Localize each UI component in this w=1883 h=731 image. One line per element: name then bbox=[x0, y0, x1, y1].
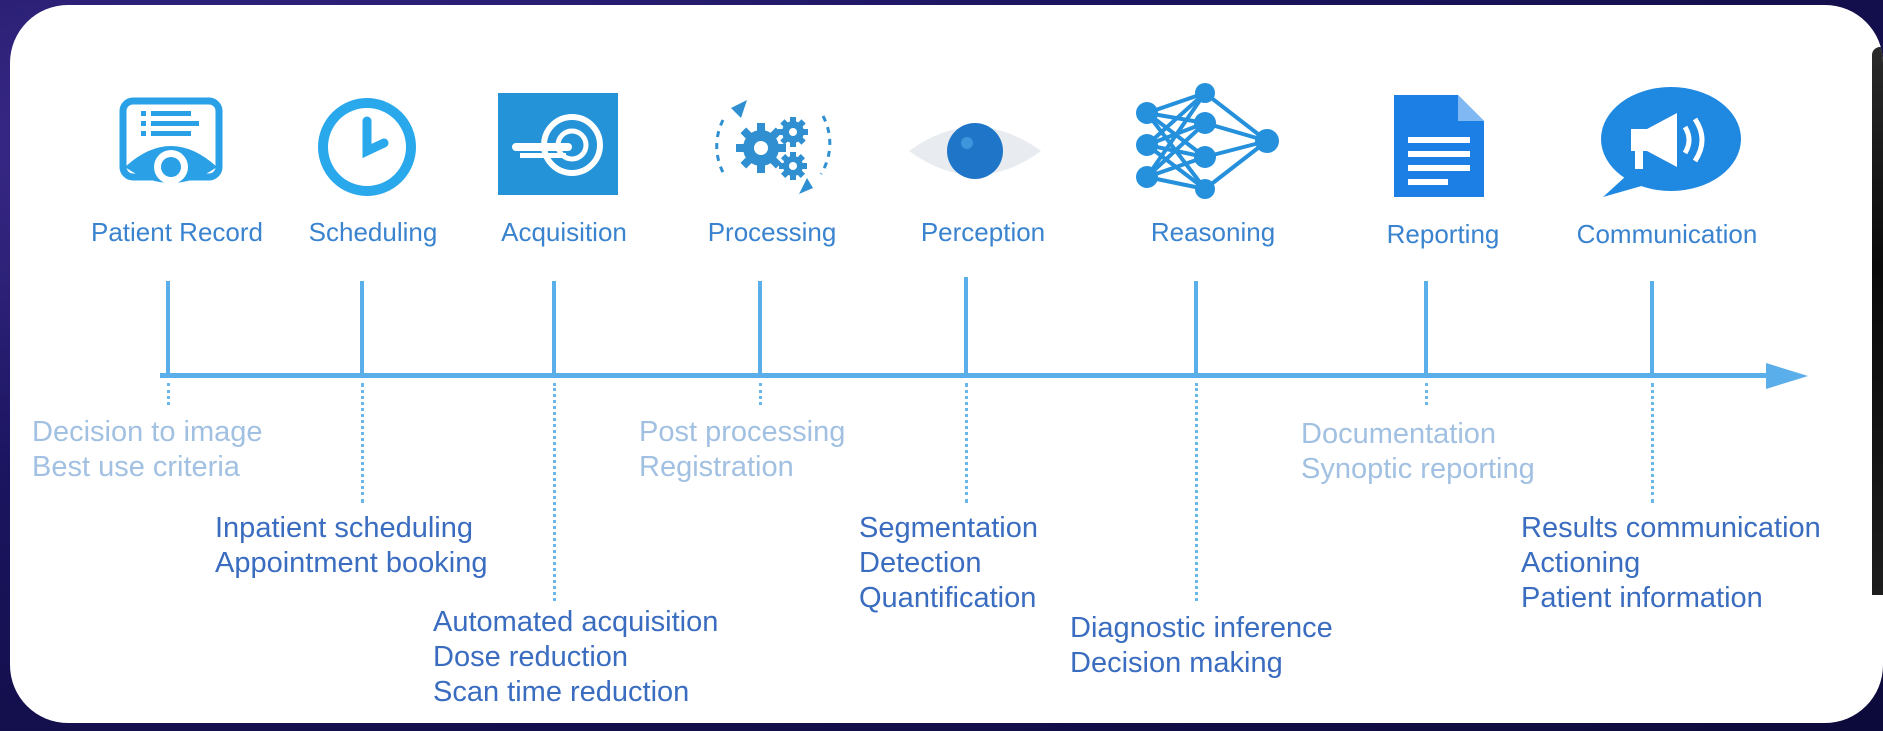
detail-line: Automated acquisition bbox=[433, 606, 719, 638]
timeline-axis bbox=[160, 373, 1770, 378]
timeline-tick bbox=[758, 281, 762, 375]
dotted-connector bbox=[965, 383, 968, 503]
stage-label: Acquisition bbox=[501, 217, 627, 247]
timeline-tick bbox=[552, 281, 556, 375]
detail-line: Inpatient scheduling bbox=[215, 512, 473, 544]
dotted-connector bbox=[1195, 383, 1198, 601]
timeline-tick bbox=[360, 281, 364, 375]
detail-line: Results communication bbox=[1521, 512, 1821, 544]
dotted-connector bbox=[167, 383, 170, 405]
detail-line: Detection bbox=[859, 547, 982, 579]
dotted-connector bbox=[553, 383, 556, 601]
detail-line: Registration bbox=[639, 451, 794, 483]
detail-line: Post processing bbox=[639, 416, 846, 448]
detail-group-scheduling: Inpatient scheduling Appointment booking bbox=[215, 511, 487, 581]
stage-label: Patient Record bbox=[91, 217, 263, 247]
timeline-tick bbox=[964, 277, 968, 375]
timeline-tick bbox=[1424, 281, 1428, 375]
gears-icon bbox=[715, 100, 832, 194]
stage-label: Communication bbox=[1576, 219, 1758, 249]
detail-group-reporting: Documentation Synoptic reporting bbox=[1301, 417, 1535, 487]
detail-group-processing: Post processing Registration bbox=[639, 415, 845, 485]
timeline-arrowhead bbox=[1766, 363, 1808, 389]
detail-line: Best use criteria bbox=[32, 451, 240, 483]
detail-line: Dose reduction bbox=[433, 641, 629, 673]
timeline-panel: Patient Record Scheduling Acquisition Pr… bbox=[10, 5, 1883, 723]
detail-line: Segmentation bbox=[859, 512, 1038, 544]
patient-record-icon bbox=[119, 97, 223, 184]
clock-icon bbox=[318, 98, 416, 196]
megaphone-icon bbox=[1601, 87, 1741, 197]
neural-network-icon bbox=[1136, 83, 1279, 199]
detail-line: Quantification bbox=[859, 582, 1037, 614]
detail-line: Decision making bbox=[1070, 647, 1283, 679]
timeline-tick bbox=[1194, 281, 1198, 375]
detail-line: Appointment booking bbox=[215, 547, 488, 579]
eye-icon bbox=[909, 123, 1041, 179]
detail-line: Diagnostic inference bbox=[1070, 612, 1333, 644]
detail-line: Synoptic reporting bbox=[1301, 453, 1535, 485]
detail-line: Patient information bbox=[1521, 582, 1763, 614]
timeline-tick bbox=[1650, 281, 1654, 375]
detail-group-communication: Results communication Actioning Patient … bbox=[1521, 511, 1821, 616]
stage-label: Reporting bbox=[1386, 219, 1500, 249]
side-image-strip bbox=[1872, 47, 1883, 595]
timeline-tick bbox=[166, 281, 170, 375]
dotted-connector bbox=[759, 383, 762, 405]
detail-line: Scan time reduction bbox=[433, 676, 690, 708]
stage-label: Scheduling bbox=[308, 217, 438, 247]
scanner-icon bbox=[498, 93, 618, 195]
detail-line: Documentation bbox=[1301, 418, 1497, 450]
dotted-connector bbox=[361, 383, 364, 503]
detail-line: Decision to image bbox=[32, 416, 263, 448]
detail-group-patient-record: Decision to image Best use criteria bbox=[32, 415, 263, 485]
detail-group-acquisition: Automated acquisition Dose reduction Sca… bbox=[433, 605, 718, 710]
stage-label: Perception bbox=[920, 217, 1046, 247]
detail-line: Actioning bbox=[1521, 547, 1641, 579]
dotted-connector bbox=[1425, 383, 1428, 405]
detail-group-reasoning: Diagnostic inference Decision making bbox=[1070, 611, 1333, 681]
stage-label: Reasoning bbox=[1150, 217, 1276, 247]
detail-group-perception: Segmentation Detection Quantification bbox=[859, 511, 1038, 616]
document-icon bbox=[1394, 95, 1484, 197]
dotted-connector bbox=[1651, 383, 1654, 503]
stage-label: Processing bbox=[707, 217, 837, 247]
